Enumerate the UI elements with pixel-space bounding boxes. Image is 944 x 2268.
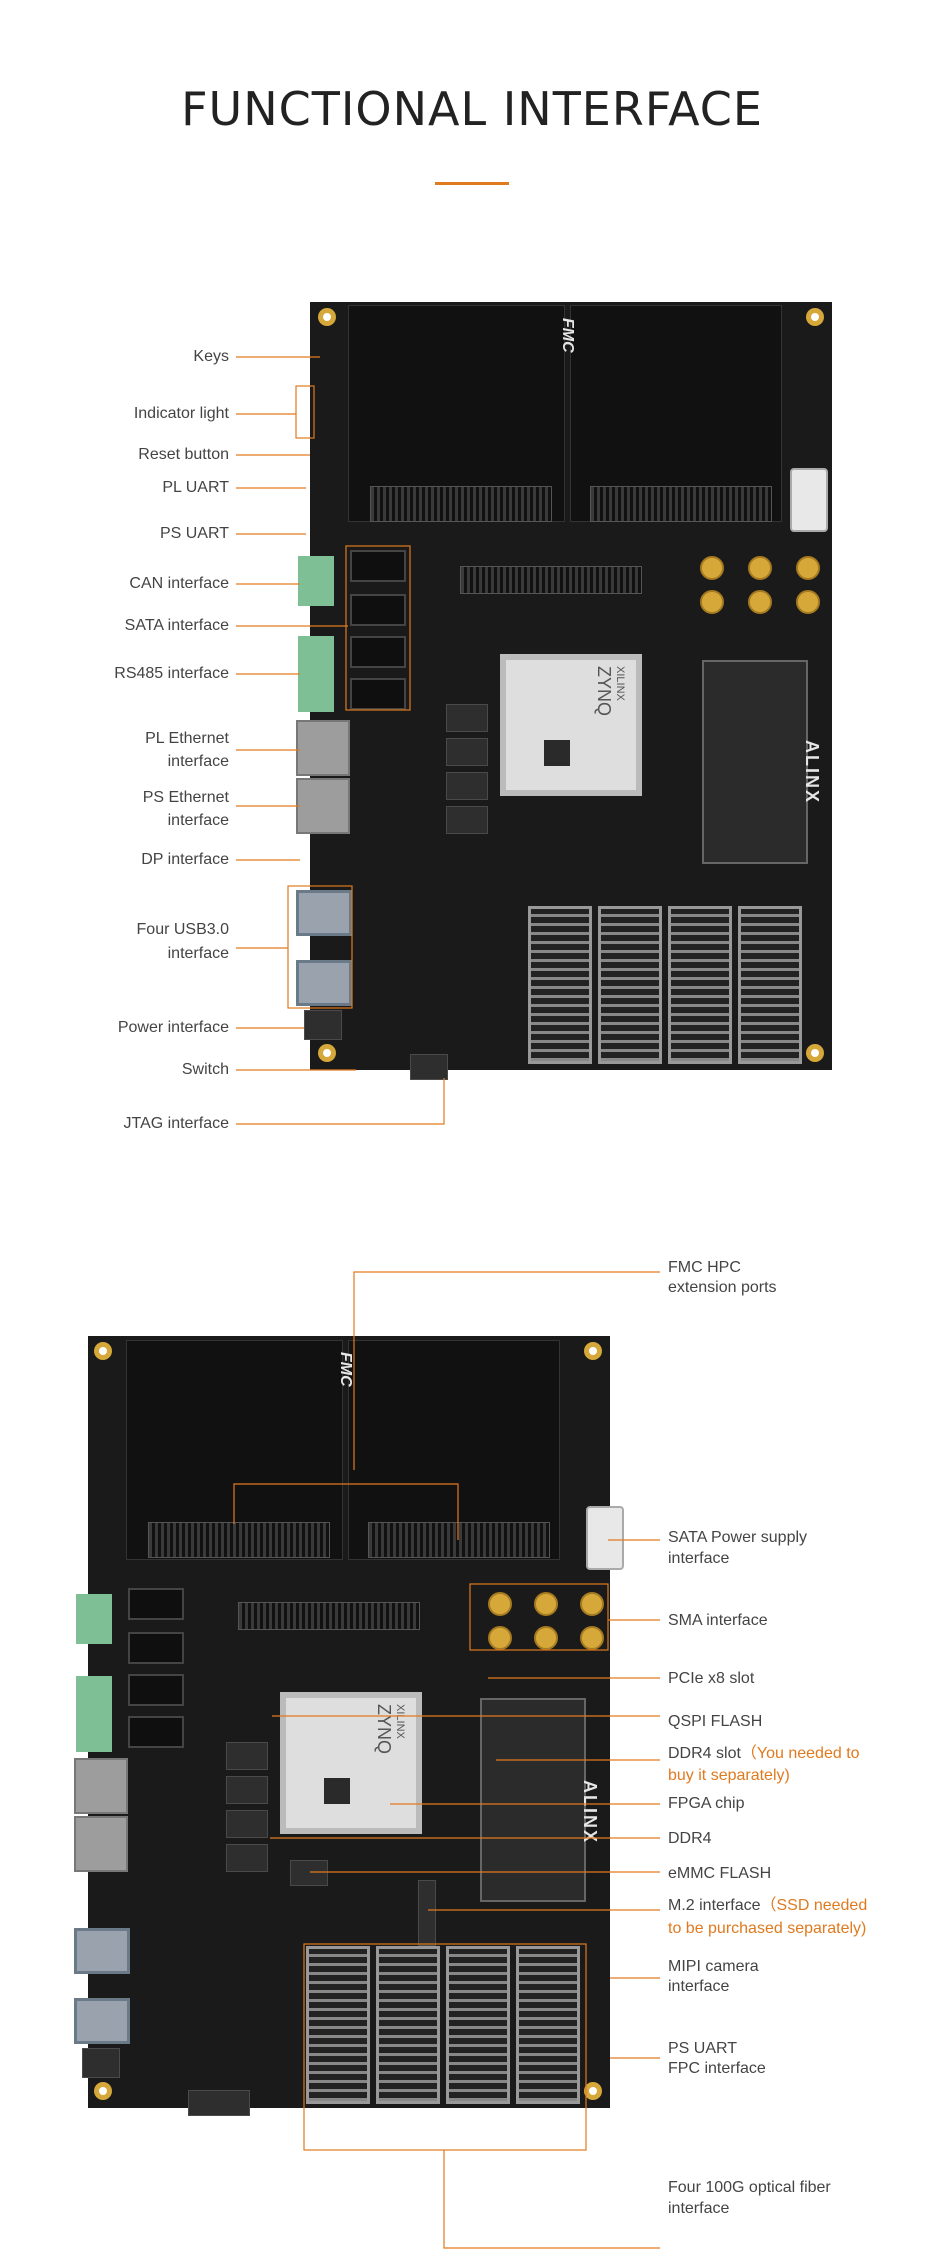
label-qspi-flash: QSPI FLASH — [668, 1713, 763, 1730]
label-mipi-camera-line2: interface — [668, 1978, 730, 1995]
label-sata-interface: SATA interface — [124, 617, 229, 634]
label-usb30-line2: interface — [167, 945, 229, 962]
label-ps-ethernet-line2: interface — [167, 812, 229, 829]
label-sma-interface: SMA interface — [668, 1612, 768, 1629]
label-ddr4: DDR4 — [668, 1830, 712, 1847]
label-ps-ethernet: PS Ethernet — [142, 789, 229, 806]
label-ps-uart-fpc: PS UART — [668, 2040, 738, 2057]
label-jtag-interface: JTAG interface — [123, 1115, 229, 1132]
label-sata-power: SATA Power supply — [668, 1529, 808, 1546]
label-pcie-slot: PCIe x8 slot — [668, 1670, 755, 1687]
label-fmc-hpc-line2: extension ports — [668, 1279, 777, 1296]
label-switch: Switch — [181, 1061, 229, 1078]
label-power-interface: Power interface — [117, 1019, 229, 1036]
label-optical-fiber-line2: interface — [668, 2200, 730, 2217]
label-ddr4-slot-line2: buy it separately) — [668, 1767, 790, 1784]
page-title: FUNCTIONAL INTERFACE — [181, 82, 763, 136]
label-dp-interface: DP interface — [141, 851, 229, 868]
label-pl-ethernet-line2: interface — [167, 753, 229, 770]
label-m2-interface-line2: to be purchased separately) — [668, 1920, 867, 1937]
label-fmc-hpc: FMC HPC — [668, 1259, 741, 1276]
label-rs485-interface: RS485 interface — [114, 665, 229, 682]
label-pl-ethernet: PL Ethernet — [145, 730, 229, 747]
label-sata-power-line2: interface — [668, 1550, 730, 1567]
label-optical-fiber: Four 100G optical fiber — [668, 2179, 831, 2196]
label-ps-uart-fpc-line2: FPC interface — [668, 2060, 766, 2077]
label-indicator-light: Indicator light — [133, 405, 229, 422]
label-can-interface: CAN interface — [129, 575, 229, 592]
label-fpga-chip: FPGA chip — [668, 1795, 745, 1812]
label-mipi-camera: MIPI camera — [668, 1958, 759, 1975]
label-reset-button: Reset button — [138, 446, 229, 463]
label-m2-interface: M.2 interface（SSD needed — [668, 1897, 868, 1914]
label-keys: Keys — [193, 348, 229, 365]
label-ps-uart: PS UART — [159, 525, 229, 542]
label-usb30: Four USB3.0 — [136, 921, 229, 938]
label-pl-uart: PL UART — [162, 479, 229, 496]
label-emmc-flash: eMMC FLASH — [668, 1865, 772, 1882]
title-underline — [435, 182, 509, 185]
label-ddr4-slot: DDR4 slot（You needed to — [668, 1745, 860, 1762]
